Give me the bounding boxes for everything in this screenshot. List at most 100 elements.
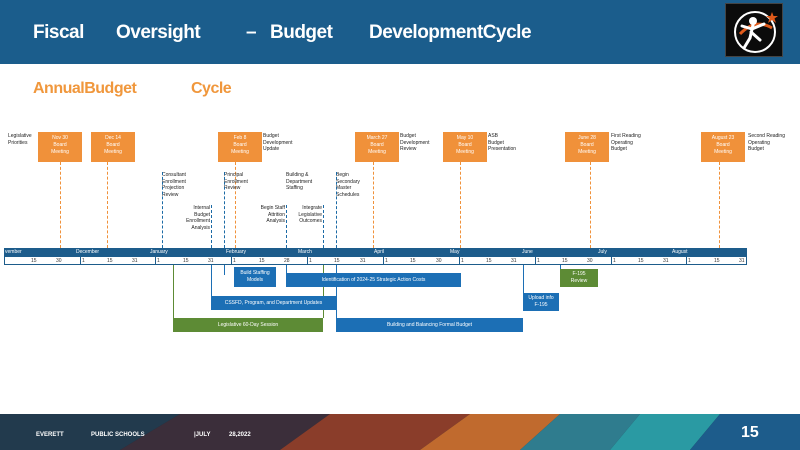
- activity-line: [336, 172, 337, 248]
- milestone-nov-30: Nov 30 Board Meeting: [38, 132, 82, 162]
- month-boundary-mark: [231, 257, 232, 265]
- day-tick-label: 31: [208, 258, 214, 264]
- timeline-day-row: [4, 257, 747, 265]
- bar-connector: [323, 265, 324, 318]
- subtitle-annual-budget: AnnualBudget: [33, 80, 137, 97]
- milestone-line: [719, 162, 720, 248]
- day-tick-label: 1: [82, 258, 85, 264]
- milestone-side-note: Second Reading Operating Budget: [748, 133, 785, 152]
- day-tick-label: 15: [31, 258, 37, 264]
- day-tick-label: 1: [233, 258, 236, 264]
- month-boundary-mark: [307, 257, 308, 265]
- activity-legislative-outcomes: Integrate Legislative Outcomes: [298, 205, 322, 224]
- footer-org: EVERETT: [36, 432, 64, 438]
- bar-connector: [211, 265, 212, 296]
- district-logo: [725, 3, 783, 57]
- month-boundary-mark: [155, 257, 156, 265]
- bar-legislative-session: Legislative 60-Day Session: [173, 318, 323, 332]
- activity-master-schedules: Begin Secondary Master Schedules: [336, 172, 360, 198]
- footer-date-2: 28,2022: [229, 432, 251, 438]
- month-boundary-mark: [80, 257, 81, 265]
- bar-connector: [286, 265, 287, 273]
- month-boundary-mark: [686, 257, 687, 265]
- milestone-line: [107, 162, 108, 248]
- month-boundary-mark: [383, 257, 384, 265]
- day-tick-label: 15: [183, 258, 189, 264]
- activity-staff-attrition: Begin Staff Attrition Analysis: [260, 205, 285, 224]
- month-boundary-mark: [611, 257, 612, 265]
- activity-line: [211, 205, 212, 248]
- bar-connector: [224, 265, 225, 275]
- title-word-fiscal: Fiscal: [33, 22, 84, 43]
- milestone-june-28: June 28 Board Meeting: [565, 132, 609, 162]
- bar-connector: [173, 265, 174, 318]
- month-label: February: [226, 249, 247, 255]
- bar-connector: [523, 265, 524, 296]
- footer-org-2: PUBLIC SCHOOLS: [91, 432, 145, 438]
- month-label: December: [76, 249, 100, 255]
- day-tick-label: 30: [56, 258, 62, 264]
- day-tick-label: 15: [334, 258, 340, 264]
- day-tick-label: 15: [486, 258, 492, 264]
- activity-internal-budget: Internal Budget Enrollment Analysis: [186, 205, 210, 231]
- day-tick-label: 30: [587, 258, 593, 264]
- footer-bar: [0, 414, 800, 450]
- month-label: July: [598, 249, 607, 255]
- activity-consultant-enrollment: Consultant Enrollment Projection Review: [162, 172, 186, 198]
- bar-upload-f195: Upload info F-195: [523, 293, 559, 311]
- activity-line: [162, 172, 163, 248]
- milestone-side-note: Budget Development Update: [263, 133, 293, 152]
- logo-graphic: [734, 11, 778, 53]
- milestone-line: [373, 162, 374, 248]
- day-tick-label: 1: [537, 258, 540, 264]
- day-tick-label: 30: [436, 258, 442, 264]
- milestone-line: [460, 162, 461, 248]
- activity-line: [224, 172, 225, 248]
- day-tick-label: 31: [132, 258, 138, 264]
- day-tick-label: 31: [511, 258, 517, 264]
- bar-f195-review: F-195 Review: [560, 269, 598, 287]
- month-label: March: [298, 249, 312, 255]
- legislative-priorities-note: Legislative Priorities: [8, 133, 32, 146]
- activity-line: [323, 205, 324, 248]
- day-tick-label: 31: [360, 258, 366, 264]
- month-boundary-mark: [459, 257, 460, 265]
- month-label: vember: [5, 249, 22, 255]
- milestone-feb-8: Feb 8 Board Meeting: [218, 132, 262, 162]
- day-tick-label: 1: [688, 258, 691, 264]
- activity-principal-enrollment: Principal Enrollment Review: [224, 172, 248, 191]
- bar-cssfd-program-updates: CSSFD, Program, and Department Updates: [211, 296, 336, 310]
- month-label: June: [522, 249, 533, 255]
- month-boundary-mark: [535, 257, 536, 265]
- milestone-line: [60, 162, 61, 248]
- month-label: April: [374, 249, 385, 255]
- day-tick-label: 1: [157, 258, 160, 264]
- milestone-august-23: August 23 Board Meeting: [701, 132, 745, 162]
- milestone-march-27: March 27 Board Meeting: [355, 132, 399, 162]
- day-tick-label: 15: [714, 258, 720, 264]
- day-tick-label: 15: [259, 258, 265, 264]
- milestone-side-note: First Reading Operating Budget: [611, 133, 641, 152]
- milestone-side-note: ASB Budget Presentation: [488, 133, 517, 152]
- milestone-side-note: Budget Development Review: [400, 133, 430, 152]
- day-tick-label: 15: [562, 258, 568, 264]
- day-tick-label: 1: [385, 258, 388, 264]
- title-word-oversight: Oversight: [116, 22, 201, 43]
- footer-date: |JULY: [194, 432, 211, 438]
- month-label: January: [150, 249, 168, 255]
- day-tick-label: 1: [309, 258, 312, 264]
- timeline-month-bar: [4, 248, 747, 257]
- day-tick-label: 15: [107, 258, 113, 264]
- milestone-dec-14: Dec 14 Board Meeting: [91, 132, 135, 162]
- bar-formal-budget: Building and Balancing Formal Budget: [336, 318, 523, 332]
- day-tick-label: 1: [461, 258, 464, 264]
- header-bar: [0, 0, 800, 64]
- day-tick-label: 28: [284, 258, 290, 264]
- bar-connector: [336, 265, 337, 318]
- month-label: May: [450, 249, 460, 255]
- activity-building-staffing: Building & Department Staffing: [286, 172, 313, 191]
- month-label: August: [672, 249, 688, 255]
- bar-build-staffing-models: Build Staffing Models: [234, 267, 276, 287]
- title-word-cycle: DevelopmentCycle: [369, 22, 532, 43]
- title-word-budget: Budget: [270, 22, 333, 43]
